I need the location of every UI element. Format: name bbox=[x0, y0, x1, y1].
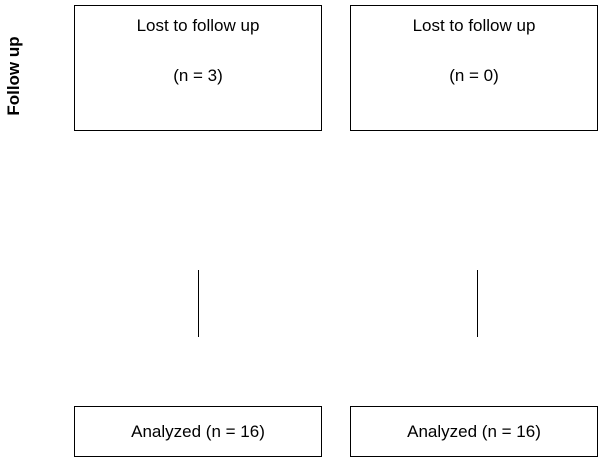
box-text: Analyzed (n = 16) bbox=[407, 421, 541, 441]
analyzed-box-right: Analyzed (n = 16) bbox=[350, 406, 598, 457]
lost-to-follow-up-box-left: Lost to follow up (n = 3) bbox=[74, 5, 322, 131]
box-count: (n = 0) bbox=[449, 66, 499, 85]
stage-label-follow-up: Follow up bbox=[4, 36, 23, 116]
box-title: Lost to follow up bbox=[412, 16, 536, 35]
connector-line-left bbox=[198, 270, 199, 337]
box-count: (n = 3) bbox=[173, 66, 223, 85]
lost-to-follow-up-box-right: Lost to follow up (n = 0) bbox=[350, 5, 598, 131]
box-text: Analyzed (n = 16) bbox=[131, 421, 265, 441]
connector-line-right bbox=[477, 270, 478, 337]
analyzed-box-left: Analyzed (n = 16) bbox=[74, 406, 322, 457]
box-title: Lost to follow up bbox=[136, 16, 260, 35]
